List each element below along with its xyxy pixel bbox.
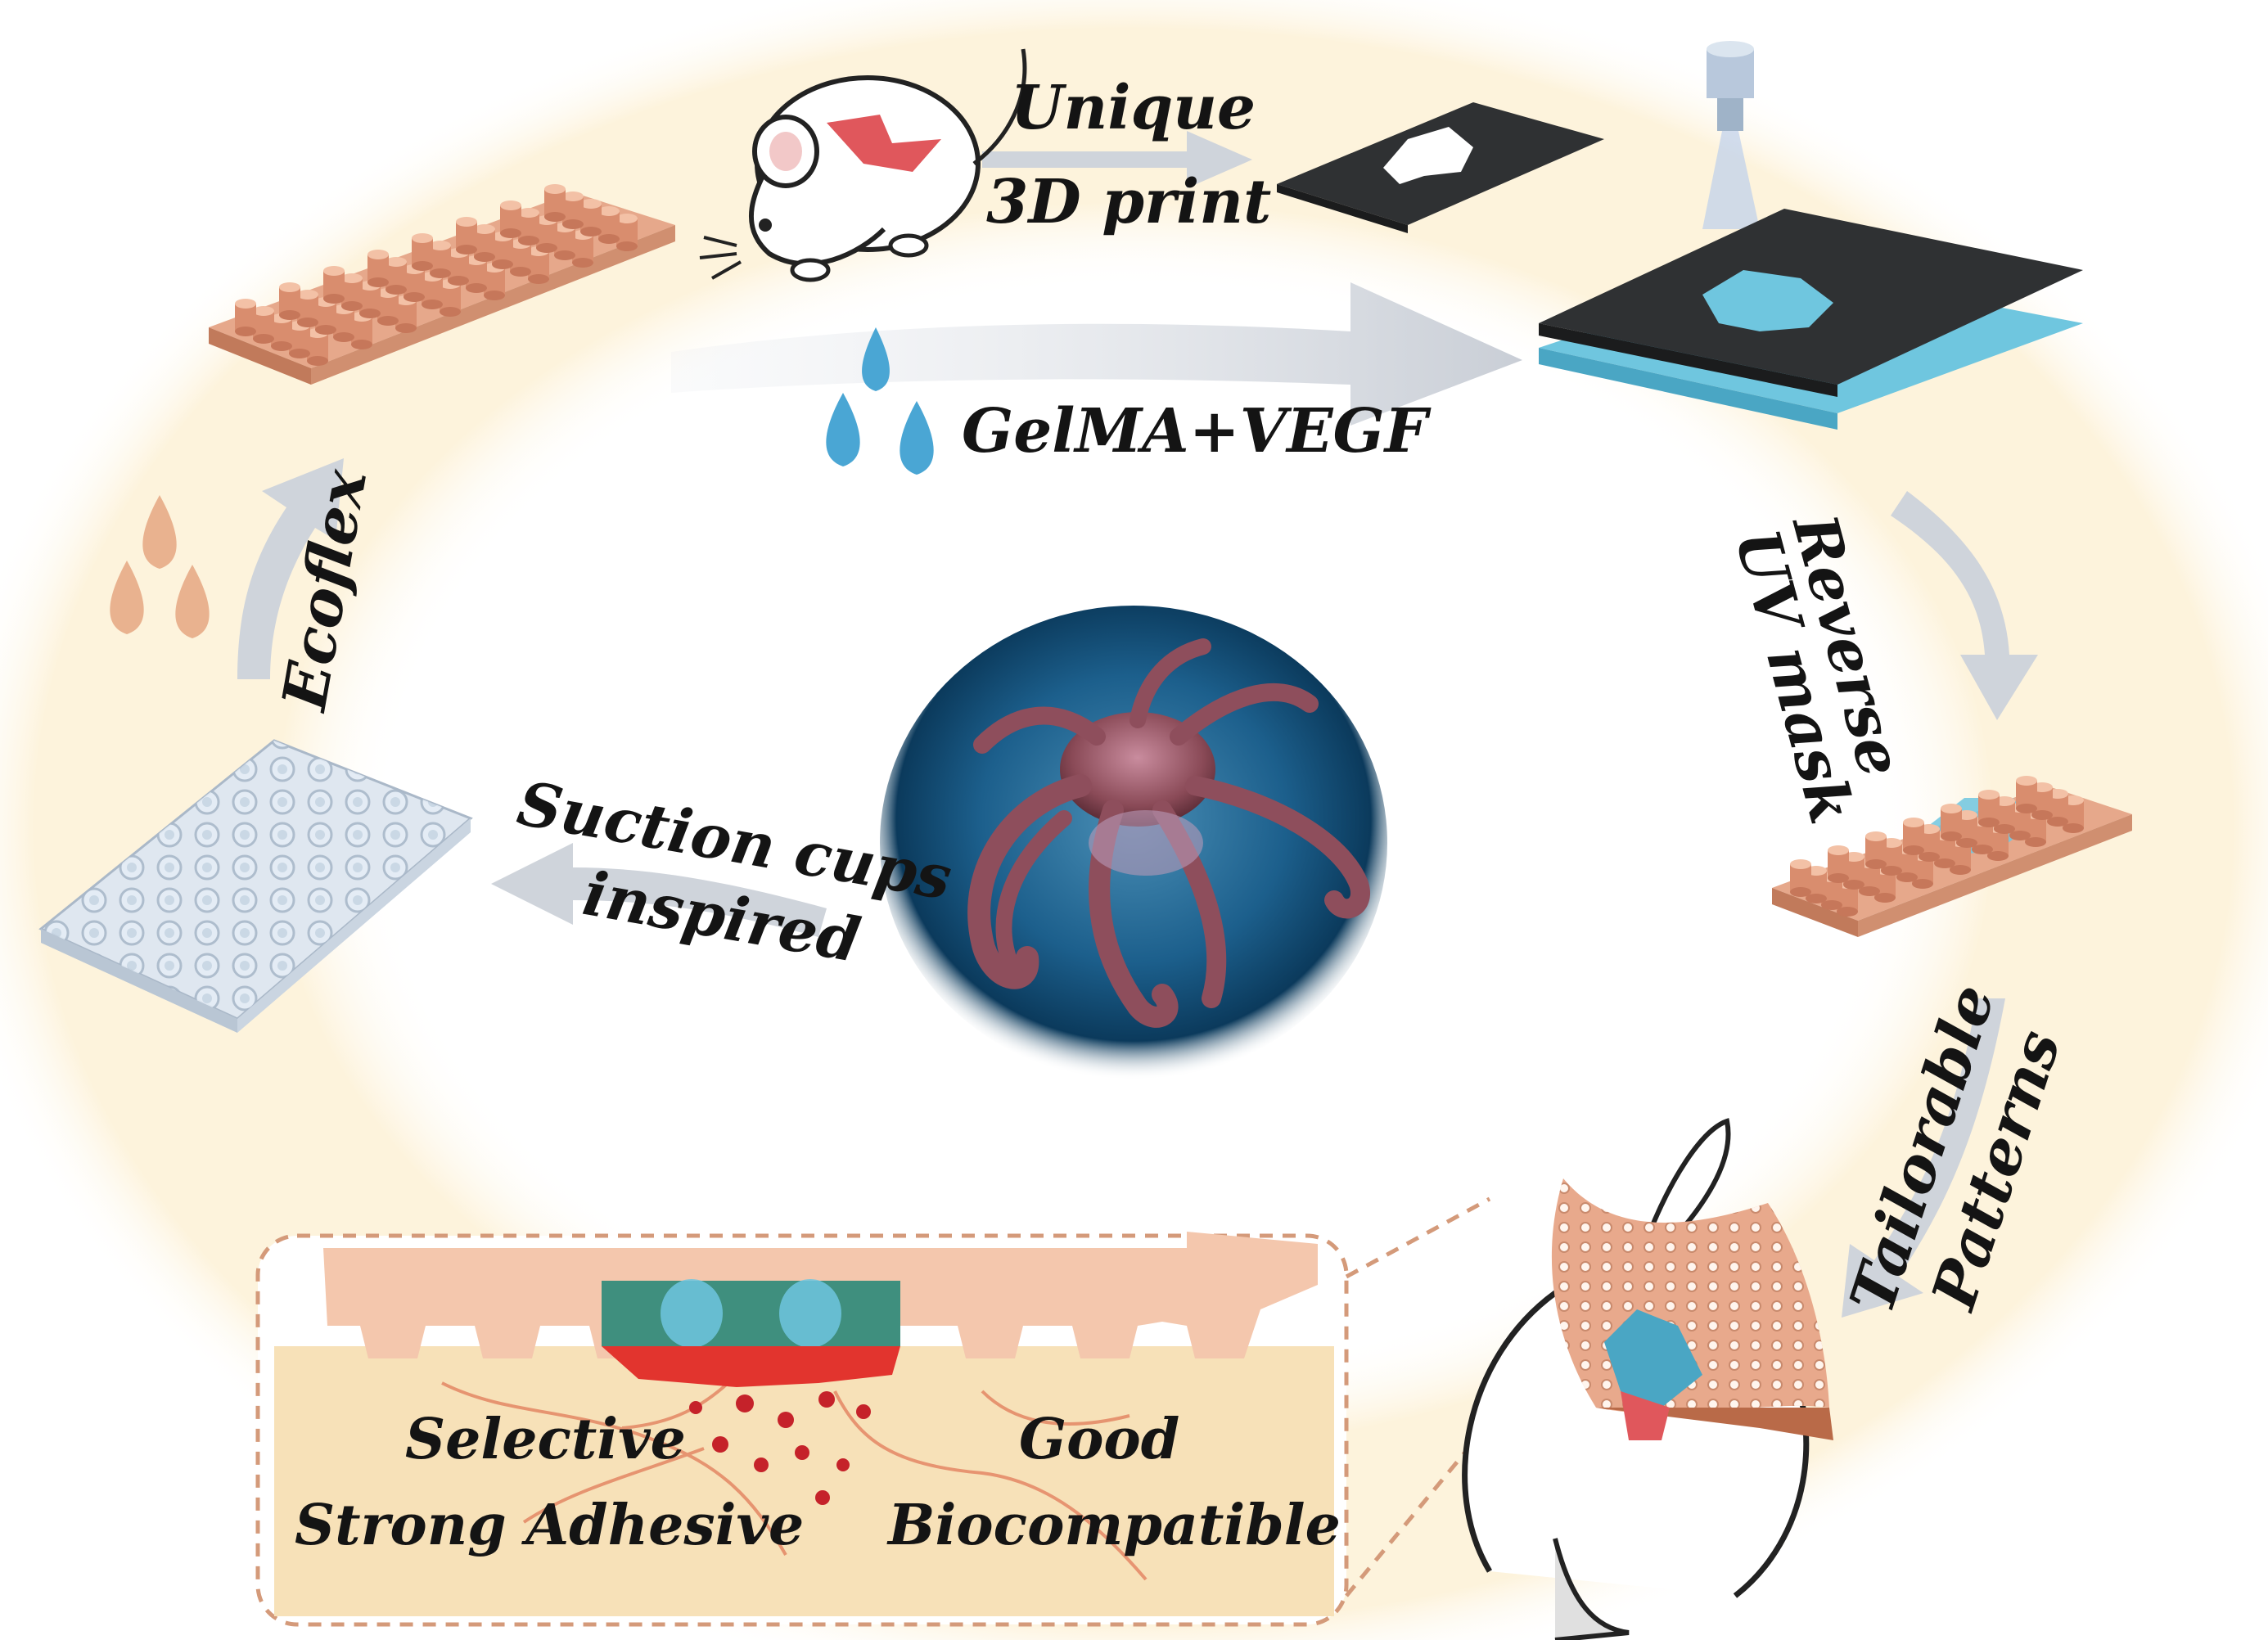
octopus-photo <box>880 606 1387 1080</box>
pillar <box>1790 859 1811 897</box>
suction-cup-plate <box>38 739 473 1033</box>
pillar <box>544 184 566 222</box>
label-good: Good <box>1019 1407 1180 1472</box>
pillar <box>456 217 477 255</box>
mask-plate <box>1277 102 1604 233</box>
pillar <box>367 250 389 287</box>
arrow-ecoflex <box>237 458 344 679</box>
uv-lamp <box>1702 41 1760 229</box>
label-gelma-vegf: GelMA+VEGF <box>962 396 1428 466</box>
arrow-gelma <box>671 282 1522 426</box>
tissue-layer <box>274 1346 1334 1616</box>
mouse-illustration <box>699 48 1027 282</box>
pillar <box>279 282 300 320</box>
label-strong-adhesive: Strong Adhesive <box>295 1493 805 1558</box>
arrow-3d-print <box>982 131 1252 188</box>
pillar <box>323 266 345 304</box>
blue-droplets <box>826 327 934 475</box>
pillar <box>2016 776 2037 813</box>
arrow-tailorable <box>1842 998 2005 1318</box>
pillar <box>1941 804 1962 841</box>
peach-droplets <box>110 495 210 638</box>
label-unique: Unique <box>1011 73 1256 143</box>
mouse-with-patch <box>1462 1118 1833 1640</box>
pillar <box>500 200 521 238</box>
pillar <box>235 299 256 336</box>
pillar <box>1978 790 2000 827</box>
pillar <box>1865 831 1887 869</box>
label-3d-print: 3D print <box>986 167 1272 237</box>
arrow-reverse-uv <box>1891 491 2038 720</box>
hydrogel-segment <box>602 1279 900 1348</box>
uv-mask-assembly <box>1539 209 2083 430</box>
adhesion-region <box>602 1346 900 1505</box>
arrow-suction <box>491 843 827 937</box>
blood-vessels <box>441 1373 1148 1581</box>
pillar <box>1903 818 1924 855</box>
label-selective: Selective <box>405 1407 686 1472</box>
pillar <box>412 233 433 271</box>
label-biocompatible: Biocompatible <box>888 1493 1341 1558</box>
pillar <box>1828 845 1849 883</box>
